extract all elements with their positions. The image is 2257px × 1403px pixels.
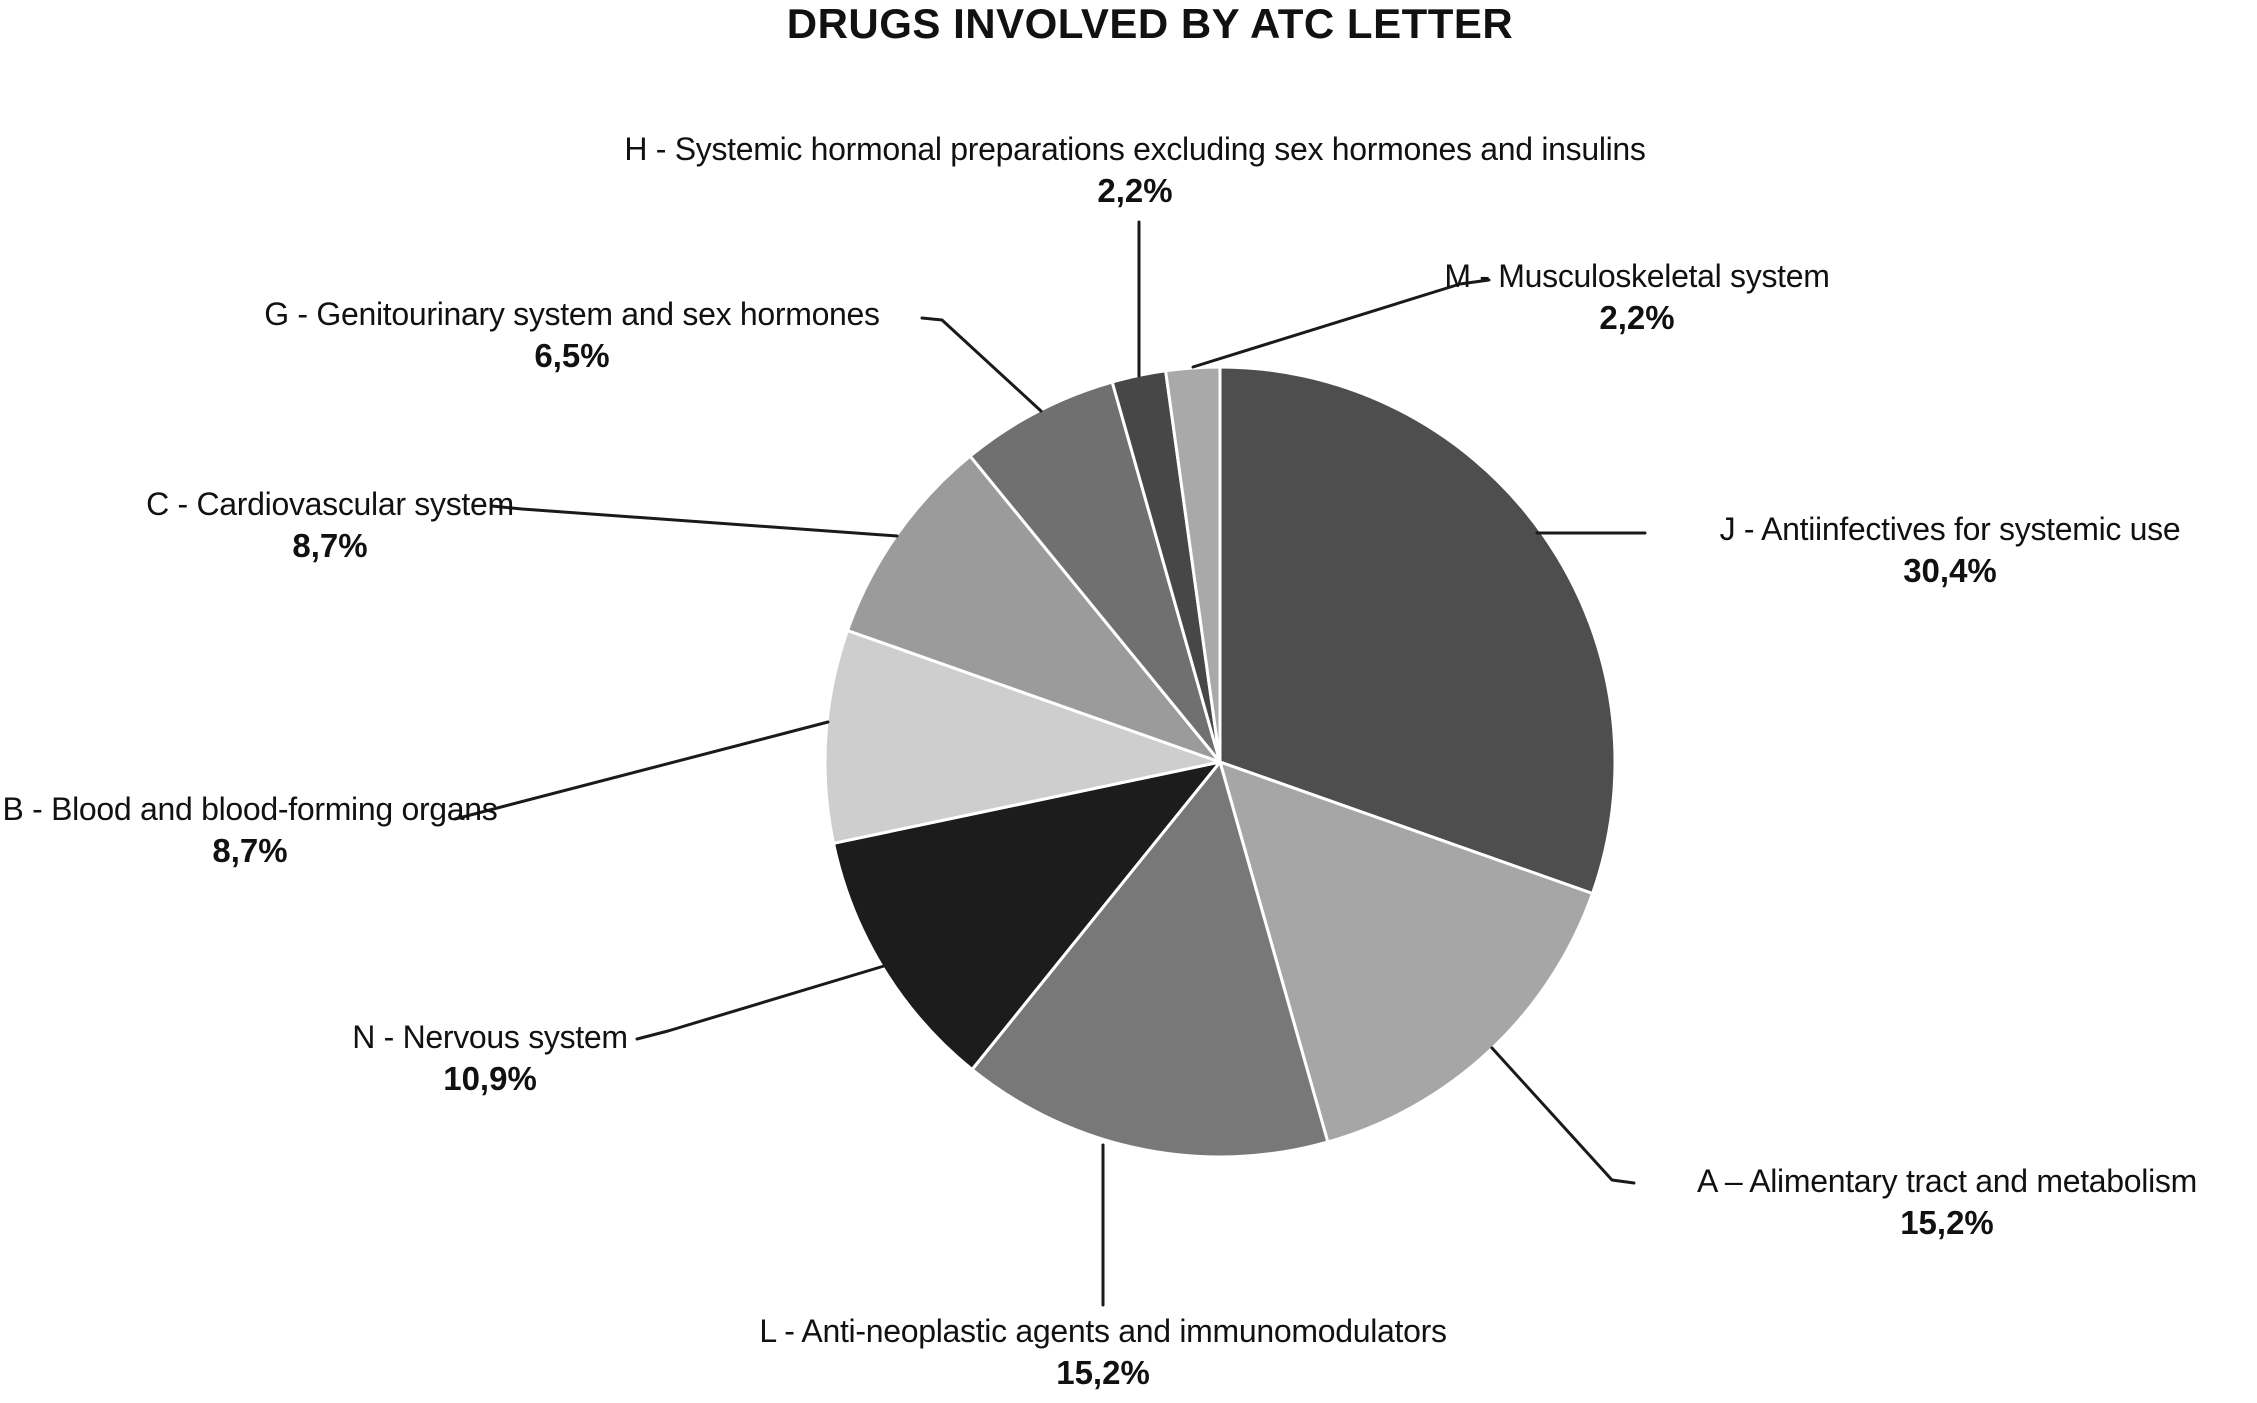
leader-line-B <box>453 720 830 821</box>
slice-percent-text: 15,2% <box>1900 1204 1994 1241</box>
leader-line-N <box>635 964 886 1041</box>
slice-category-text: M - Musculoskeletal system <box>1444 258 1830 294</box>
slice-category-text: L - Anti-neoplastic agents and immunomod… <box>759 1313 1447 1349</box>
pie-slice-N <box>832 760 1222 1071</box>
leader-line-A <box>1490 1046 1636 1185</box>
pie-slice-B <box>823 629 1222 845</box>
slice-percent-text: 15,2% <box>1056 1354 1150 1391</box>
slice-percent-text: 2,2% <box>1097 172 1173 209</box>
slice-percent-text: 6,5% <box>534 337 610 374</box>
slice-percent-text: 8,7% <box>292 527 368 564</box>
slice-label-musculoskeletal: M - Musculoskeletal system 2,2% <box>1444 255 1829 339</box>
slice-label-genitourinary: G - Genitourinary system and sex hormone… <box>264 293 880 377</box>
pie-slice-G <box>968 380 1222 764</box>
slice-category-text: J - Antiinfectives for systemic use <box>1719 511 2181 547</box>
leader-line-G <box>920 316 1043 413</box>
slice-label-antineoplastic: L - Anti-neoplastic agents and immunomod… <box>759 1310 1447 1394</box>
slice-category-text: G - Genitourinary system and sex hormone… <box>264 296 880 332</box>
slice-category-text: N - Nervous system <box>352 1019 628 1055</box>
slice-label-nervous: N - Nervous system 10,9% <box>352 1016 628 1100</box>
slice-category-text: C - Cardiovascular system <box>146 486 514 522</box>
slice-label-hormonal: H - Systemic hormonal preparations exclu… <box>624 128 1646 212</box>
slice-label-alimentary: A – Alimentary tract and metabolism 15,2… <box>1697 1160 2197 1244</box>
slice-label-blood: B - Blood and blood-forming organs 8,7% <box>3 788 498 872</box>
slice-category-text: A – Alimentary tract and metabolism <box>1697 1163 2197 1199</box>
slice-category-text: B - Blood and blood-forming organs <box>2 791 498 827</box>
slice-percent-text: 8,7% <box>212 832 288 869</box>
leader-line-M <box>1191 278 1491 369</box>
slice-label-cardiovascular: C - Cardiovascular system 8,7% <box>146 483 514 567</box>
pie-slice-A <box>1218 760 1594 1144</box>
slice-percent-text: 2,2% <box>1599 299 1675 336</box>
slice-percent-text: 30,4% <box>1903 552 1997 589</box>
pie-slice-L <box>970 760 1330 1159</box>
slice-percent-text: 10,9% <box>443 1060 537 1097</box>
chart-title: DRUGS INVOLVED BY ATC LETTER <box>786 0 1514 47</box>
slice-label-antiinfectives: J - Antiinfectives for systemic use 30,4… <box>1720 508 2181 592</box>
slice-category-text: H - Systemic hormonal preparations exclu… <box>624 131 1646 167</box>
leader-line-C <box>490 504 899 538</box>
